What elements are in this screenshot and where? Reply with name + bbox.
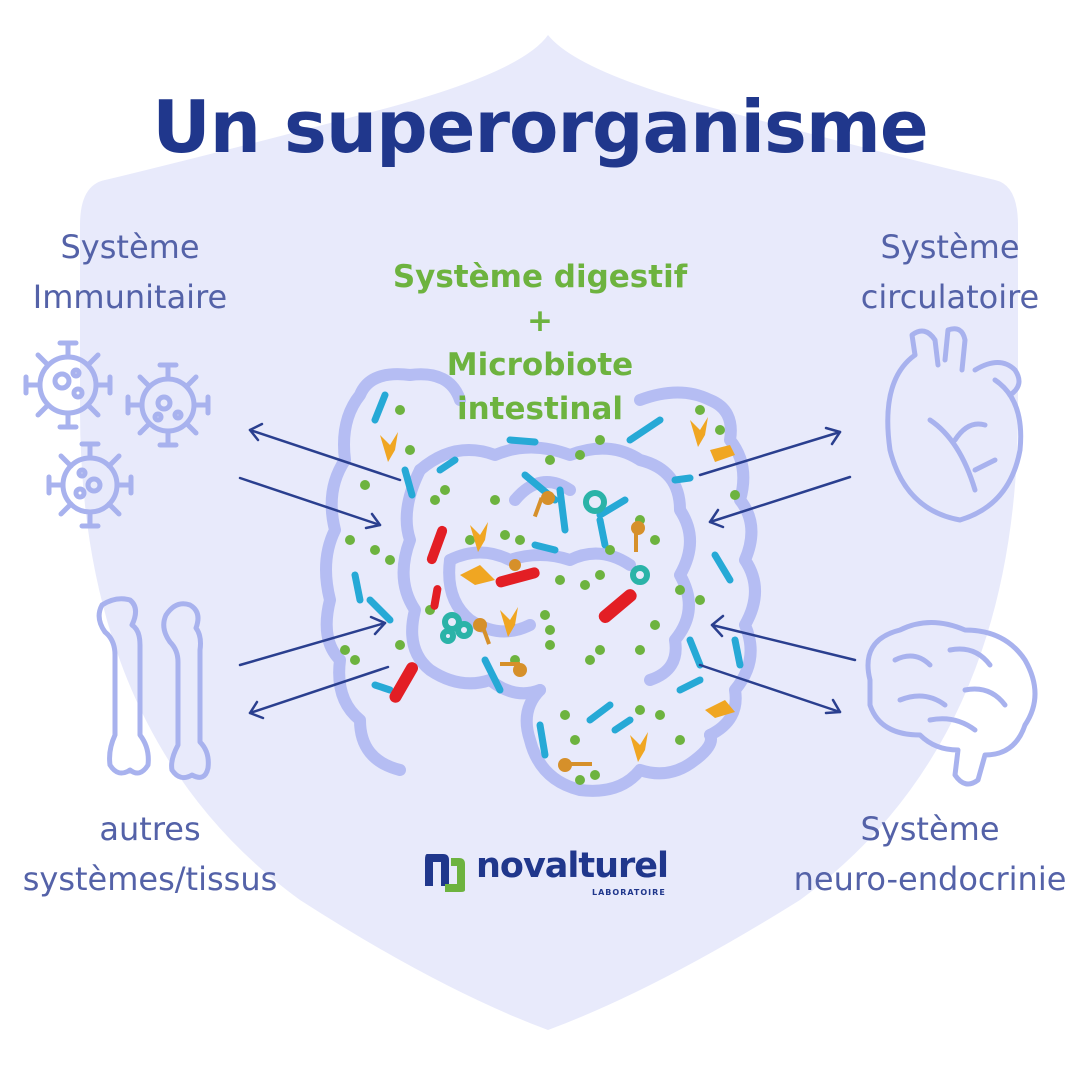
- label-line: Système: [860, 810, 1000, 848]
- label-line: Système: [880, 228, 1020, 266]
- brain-icon: [865, 620, 1038, 787]
- label-line: circulatoire: [860, 278, 1040, 316]
- label-line: neuro-endocrinie: [793, 860, 1067, 898]
- brand-logo: novalturel LABORATOIRE: [420, 842, 690, 912]
- label-circulatory-system: Système circulatoire: [830, 222, 1070, 322]
- center-line-digestive: Système digestif: [392, 259, 688, 295]
- interaction-arrows: [238, 422, 857, 720]
- heart-icon: [885, 326, 1024, 523]
- center-line-microbiote: Microbiote: [446, 347, 634, 383]
- label-immune-system: Système Immunitaire: [5, 222, 255, 322]
- bacteria-cluster: [340, 391, 744, 785]
- label-line: Immunitaire: [32, 278, 228, 316]
- shield-shape: [80, 35, 1018, 1030]
- virus-icon: [23, 340, 211, 529]
- page-title: Un superorganisme: [152, 85, 929, 169]
- label-line: systèmes/tissus: [22, 860, 278, 898]
- label-neuro-endocrine: Système neuro-endocrinie: [780, 804, 1080, 904]
- logo-name: novalturel: [476, 846, 669, 886]
- novalturel-logo-icon: [425, 854, 465, 892]
- logo-subtitle: LABORATOIRE: [592, 888, 666, 897]
- center-line-intestinal: intestinal: [456, 391, 624, 427]
- bone-icon: [96, 596, 211, 781]
- center-line-plus: +: [527, 303, 553, 339]
- center-label: Système digestif + Microbiote intestinal: [340, 255, 740, 431]
- label-line: autres: [99, 810, 201, 848]
- intestine-icon: [320, 368, 761, 797]
- label-line: Système: [60, 228, 200, 266]
- label-other-systems: autres systèmes/tissus: [0, 804, 300, 904]
